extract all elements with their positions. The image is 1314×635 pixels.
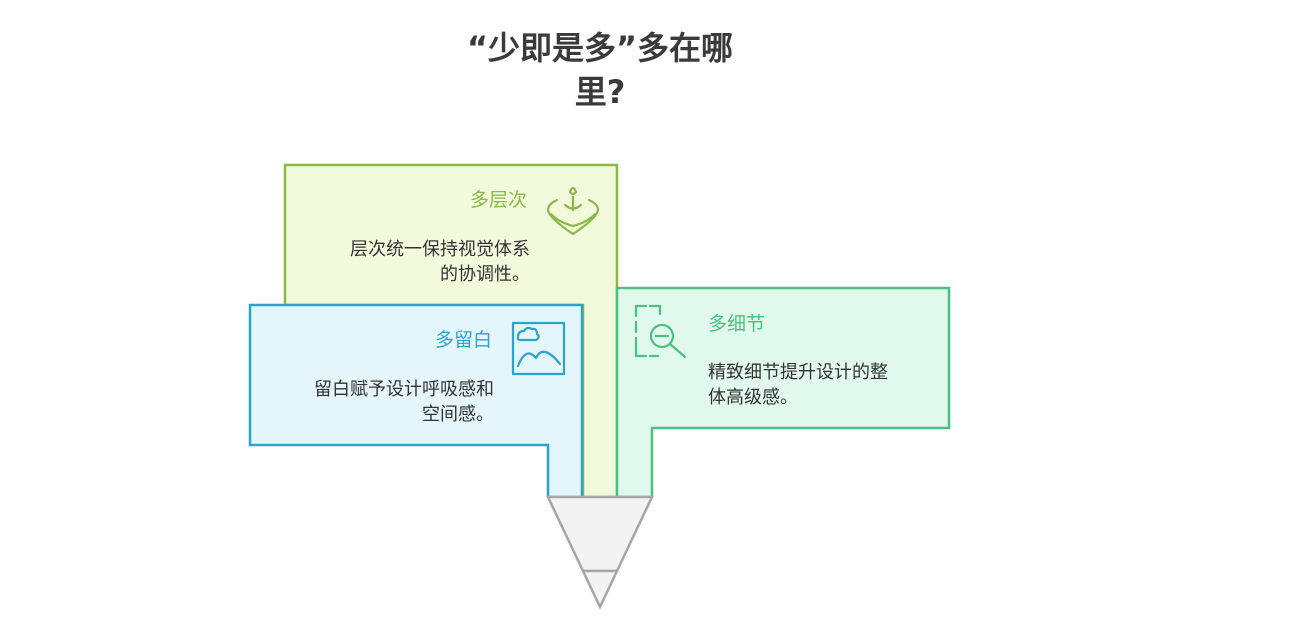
card-layers-description: 层次统一保持视觉体系 的协调性。 <box>300 237 530 287</box>
card-whitespace-description-line-2: 空间感。 <box>422 404 494 425</box>
title-line-1: “少即是多”多在哪 <box>466 29 734 67</box>
card-whitespace-description: 留白赋予设计呼吸感和 空间感。 <box>262 377 494 427</box>
image-frame-icon <box>511 321 566 376</box>
zoom-out-icon <box>634 304 687 359</box>
card-whitespace-description-line-1: 留白赋予设计呼吸感和 <box>314 379 494 400</box>
layered-cake-icon <box>546 186 600 236</box>
card-layers-description-line-1: 层次统一保持视觉体系 <box>350 239 530 260</box>
card-details-description-line-2: 体高级感。 <box>708 387 798 408</box>
diagram-title: “少即是多”多在哪 里? <box>440 26 760 114</box>
card-details-description-line-1: 精致细节提升设计的整 <box>708 362 888 383</box>
card-whitespace-label: 多留白 <box>434 329 492 351</box>
card-layers-description-line-2: 的协调性。 <box>440 264 530 285</box>
funnel-lower-section <box>581 569 619 610</box>
card-layers-label: 多层次 <box>469 189 527 211</box>
title-line-2: 里? <box>574 73 626 111</box>
funnel-upper-section <box>546 495 654 573</box>
card-details-label: 多细节 <box>708 313 766 335</box>
card-details-description: 精致细节提升设计的整 体高级感。 <box>708 360 940 410</box>
